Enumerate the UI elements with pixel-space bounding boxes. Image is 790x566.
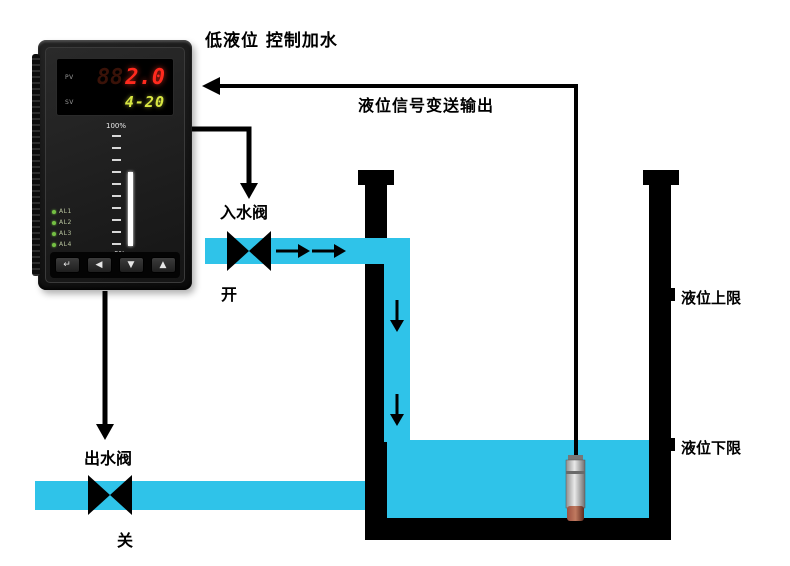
high-level-marker [658,288,675,301]
inlet-valve-state: 开 [221,285,238,304]
flow-arrow-right-1 [276,244,310,258]
level-bargraph: 100% 0% [104,122,150,260]
alarm-row: AL1 [52,208,72,215]
inlet-valve-icon [227,231,271,271]
sv-label: SV [65,99,74,106]
low-level-label: 液位下限 [681,439,742,457]
set-button: ↵ [54,257,80,273]
alarm-label: AL3 [59,230,72,237]
alarm-row: AL3 [52,230,72,237]
tank-right-wall [649,170,671,540]
inlet-control-arrow [192,126,258,199]
down-button: ▼ [118,257,144,273]
bargraph-bar [128,172,133,246]
up-button: ▲ [150,257,176,273]
outlet-valve-state: 关 [117,531,134,550]
outlet-valve-icon [88,475,132,515]
tank-water [387,440,649,518]
alarm-led-icon [52,209,56,214]
alarm-label: AL4 [59,241,72,248]
signal-arrow [202,77,578,462]
pv-label: PV [65,74,74,81]
tank-bottom-wall [365,518,671,540]
shift-button: ◀ [86,257,112,273]
alarm-label: AL2 [59,219,72,226]
controller-front-panel: PV 882.0 SV 4-20 100% 0% AL1 [45,47,185,283]
controller-side-vents [32,54,40,276]
diagram-title: 低液位 控制加水 [205,31,338,51]
level-controller: PV 882.0 SV 4-20 100% 0% AL1 [32,40,192,290]
alarm-led-icon [52,220,56,225]
outlet-control-arrow [96,291,114,440]
pv-readout: 882.0 [96,64,165,90]
alarm-led-icon [52,242,56,247]
level-sensor-probe [565,455,586,521]
tank-left-wall [365,170,387,540]
bargraph-max-label: 100% [106,122,127,130]
alarm-led-icon [52,231,56,236]
flow-arrow-right-2 [312,244,346,258]
bargraph-ticks [112,135,121,245]
flow-arrow-down-2 [390,394,404,426]
inlet-valve-label: 入水阀 [220,203,269,222]
alarm-indicators: AL1 AL2 AL3 AL4 [52,208,72,248]
controller-button-row: ↵ ◀ ▼ ▲ [50,252,180,278]
outlet-pipe [35,481,367,510]
alarm-label: AL1 [59,208,72,215]
sv-value: 4-20 [124,93,165,111]
high-level-label: 液位上限 [681,289,742,307]
outlet-valve-label: 出水阀 [84,449,133,468]
signal-output-label: 液位信号变送输出 [358,96,495,115]
pv-ghost-digits: 88 [96,64,124,90]
flow-arrow-down-1 [390,300,404,332]
controller-display: PV 882.0 SV 4-20 [56,58,174,116]
alarm-row: AL2 [52,219,72,226]
low-level-marker [658,438,675,451]
pv-value: 2.0 [125,64,165,90]
alarm-row: AL4 [52,241,72,248]
